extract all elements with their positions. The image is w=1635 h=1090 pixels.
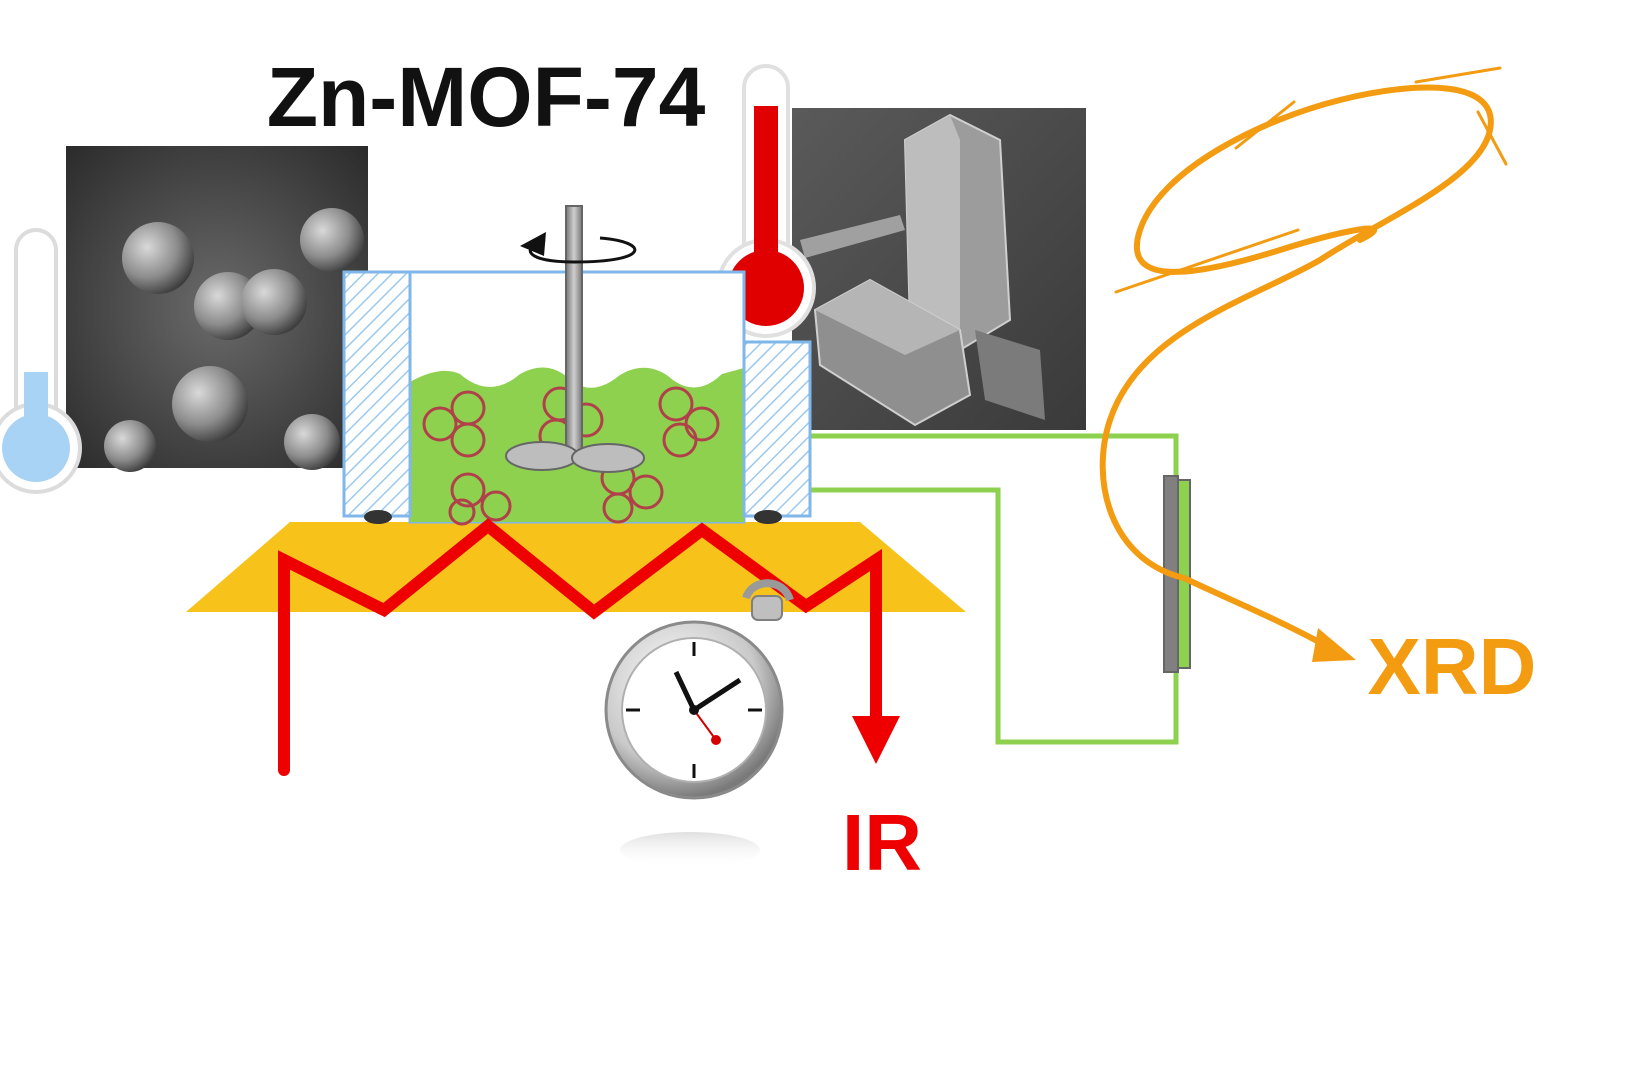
xrd-arrowhead [1312,628,1356,662]
mof-cluster [658,386,720,458]
sem-image-spherical-particles [66,146,372,472]
heating-plate [186,522,966,612]
mof-cluster [448,472,512,526]
label-xrd: XRD [1368,622,1537,711]
label-ir: IR [842,798,922,887]
stopwatch-icon [604,579,794,868]
rotation-arrow-icon [520,232,637,264]
mof-cluster [422,390,486,458]
sem-image-hexagonal-rods [792,108,1086,430]
ir-beam [278,518,882,776]
mof-crystal-clusters [422,386,720,526]
xray-beam [1099,66,1508,651]
stirrer [505,205,645,473]
thermometer-hot-icon [716,64,816,338]
thermometer-cold-icon [0,228,82,494]
diagram-title: Zn-MOF-74 [267,50,706,144]
flow-loop-tubing [808,433,1179,745]
ir-arrowhead [852,716,900,764]
